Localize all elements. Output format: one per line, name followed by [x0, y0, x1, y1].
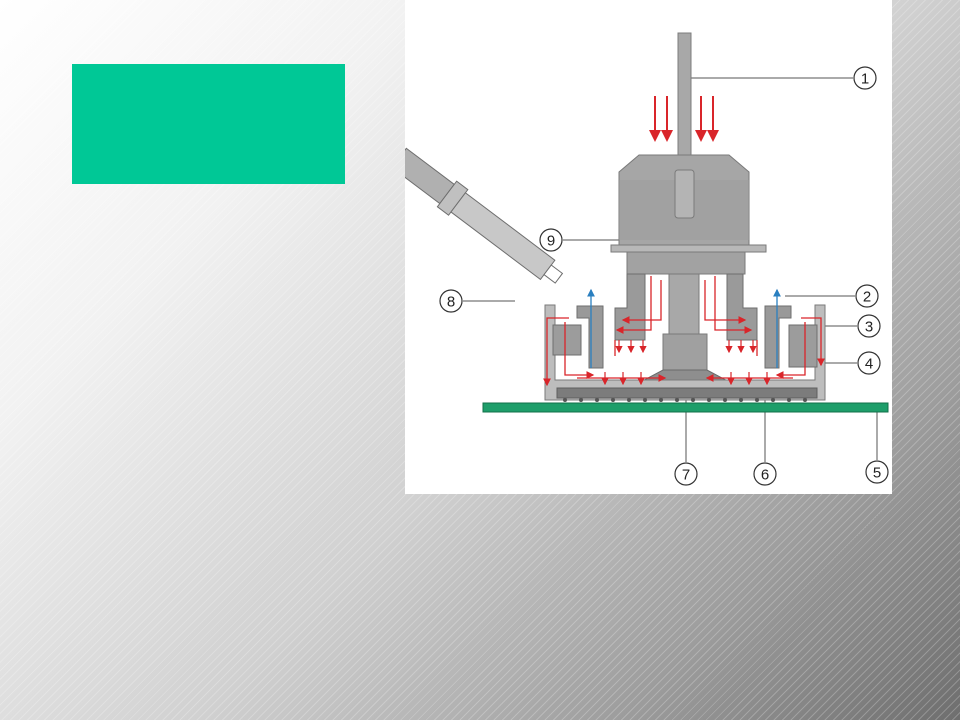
callout-9: 9 [547, 233, 555, 250]
hot-air-flow [543, 276, 825, 387]
bga-component [556, 387, 818, 399]
inner-housing [788, 324, 818, 368]
callout-6: 6 [761, 467, 769, 484]
head-flange [610, 244, 767, 253]
central-shaft [668, 273, 700, 339]
title-placeholder-box [72, 64, 345, 184]
callout-2: 2 [863, 289, 871, 306]
callout-4: 4 [865, 356, 873, 373]
spindle-rod [677, 32, 692, 164]
exhaust-flow [587, 288, 781, 368]
pcb-board [482, 402, 889, 413]
callout-7: 7 [682, 467, 690, 484]
inflow-arrows [649, 96, 719, 142]
diagram-svg: 1 2 3 4 5 6 7 8 9 [405, 32, 889, 486]
callout-5: 5 [873, 465, 881, 482]
temperature-probe [405, 147, 564, 284]
callout-8: 8 [447, 294, 455, 311]
callout-1: 1 [861, 71, 869, 88]
rework-station-diagram: 1 2 3 4 5 6 7 8 9 [405, 0, 892, 494]
callout-3: 3 [865, 319, 873, 336]
